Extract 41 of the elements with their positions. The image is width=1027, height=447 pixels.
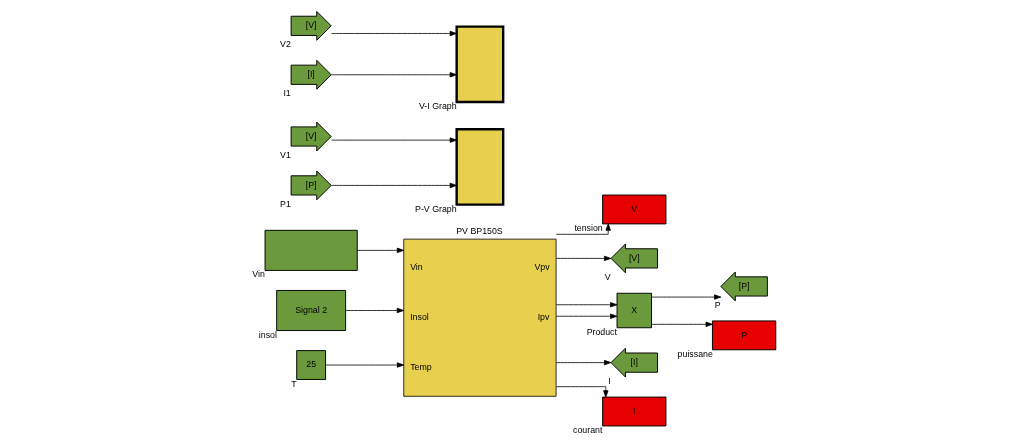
arrow <box>555 302 617 308</box>
arrow <box>330 30 457 37</box>
node-box: P <box>711 320 776 351</box>
node-label: Vin <box>251 269 265 280</box>
node-box: I <box>601 396 666 427</box>
node-label: I1 <box>282 88 291 99</box>
node-label: insol <box>258 329 277 340</box>
node-box <box>264 229 358 271</box>
arrow <box>555 359 611 366</box>
arrow <box>330 137 457 143</box>
arrow <box>555 386 608 398</box>
node-label: courant <box>572 425 602 436</box>
arrow <box>555 223 611 235</box>
node-box <box>454 128 504 206</box>
arrow <box>650 294 721 300</box>
node-label: P-V Graph <box>414 203 457 214</box>
node-label: I <box>607 376 611 387</box>
arrow <box>356 247 404 253</box>
arrow <box>324 362 404 368</box>
node-label: T <box>290 378 297 389</box>
node-box: V <box>601 194 666 225</box>
node-label: PV BP150S <box>455 226 503 237</box>
arrow <box>555 255 611 261</box>
node-label: V-I Graph <box>418 101 457 112</box>
node-box: 25 <box>295 350 326 380</box>
node-label: P <box>714 299 721 310</box>
node-box <box>454 25 504 104</box>
arrow <box>330 72 457 78</box>
node-label: V <box>604 271 611 282</box>
node-label: puissane <box>677 348 713 359</box>
arrow <box>330 182 457 189</box>
node-box: Signal 2 <box>275 289 346 332</box>
node-label: Product <box>586 326 617 337</box>
arrow <box>555 313 617 319</box>
node-label: V2 <box>279 39 291 50</box>
arrow <box>650 321 713 327</box>
arrow <box>344 307 404 314</box>
node-box: X <box>616 292 652 329</box>
node-label: tension <box>573 222 603 233</box>
node-label: P1 <box>279 198 291 209</box>
node-label: V1 <box>279 149 291 160</box>
